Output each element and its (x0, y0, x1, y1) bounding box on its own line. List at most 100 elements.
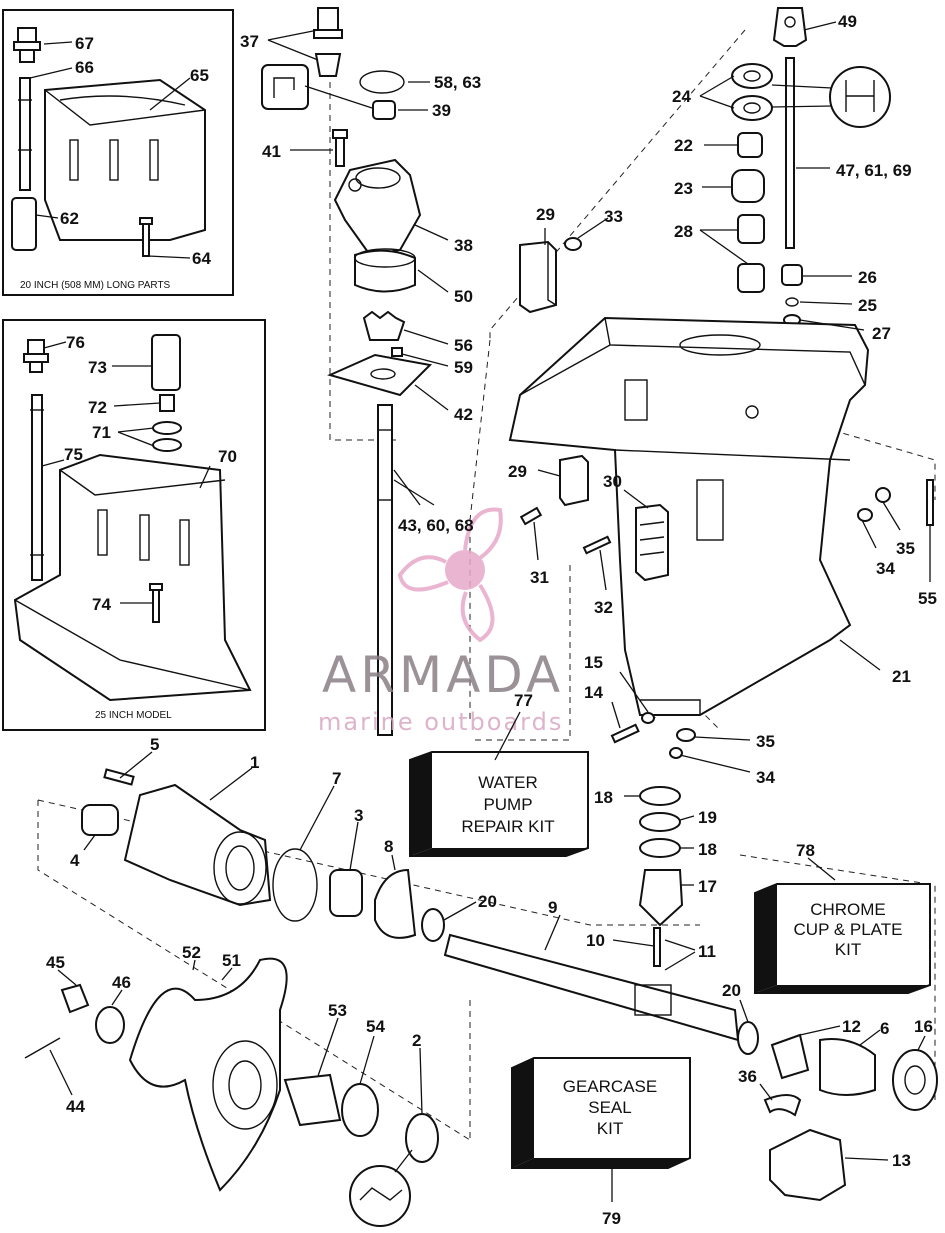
part-66-tube (18, 77, 32, 191)
gearcase-seal-kit-box: GEARCASE SEAL KIT (511, 1057, 691, 1169)
label-14: 14 (584, 683, 603, 702)
label-77: 77 (514, 691, 533, 710)
chrome-cup-kit-line3: KIT (835, 940, 861, 959)
label-22: 22 (674, 136, 693, 155)
inset-20-inch: 20 INCH (508 MM) LONG PARTS (2, 9, 234, 296)
part-71-grommets (152, 421, 182, 452)
label-19: 19 (698, 808, 717, 827)
water-pump-parts (261, 7, 433, 736)
inset-25-caption: 25 INCH MODEL (95, 710, 172, 721)
part-75-tube (30, 394, 44, 581)
label-79: 79 (602, 1209, 621, 1228)
propeller-parts (24, 957, 439, 1227)
label-50: 50 (454, 287, 473, 306)
label-41: 41 (262, 142, 281, 161)
part-76-screw (23, 339, 49, 373)
label-74: 74 (92, 595, 111, 614)
label-46: 46 (112, 973, 131, 992)
label-64: 64 (192, 249, 211, 268)
label-12: 12 (842, 1017, 861, 1036)
inset-20-caption: 20 INCH (508 MM) LONG PARTS (20, 280, 171, 291)
label-35-lower: 35 (756, 732, 775, 751)
label-37: 37 (240, 32, 259, 51)
label-45: 45 (46, 953, 65, 972)
gearcase-small-parts (519, 237, 934, 759)
label-44: 44 (66, 1097, 85, 1116)
part-67-screw (13, 27, 41, 63)
label-6: 6 (880, 1019, 889, 1038)
water-pump-kit-line3: REPAIR KIT (461, 817, 554, 836)
label-29-upper: 29 (536, 205, 555, 224)
chrome-cup-kit-box: CHROME CUP & PLATE KIT (754, 883, 931, 994)
label-76: 76 (66, 333, 85, 352)
label-52: 52 (182, 943, 201, 962)
label-33: 33 (604, 207, 623, 226)
label-2: 2 (412, 1031, 421, 1050)
label-67: 67 (75, 34, 94, 53)
label-10: 10 (586, 931, 605, 950)
label-8: 8 (384, 837, 393, 856)
label-75: 75 (64, 445, 83, 464)
label-72: 72 (88, 398, 107, 417)
label-17: 17 (698, 877, 717, 896)
part-62-sleeve (11, 197, 37, 251)
leader-lines (29, 21, 931, 1202)
label-27: 27 (872, 324, 891, 343)
armada-watermark: ARMADA marine outboards (318, 507, 564, 736)
label-34-lower: 34 (756, 768, 775, 787)
water-pump-kit-line1: WATER (478, 773, 538, 792)
label-43-60-68: 43, 60, 68 (398, 516, 474, 535)
label-53: 53 (328, 1001, 347, 1020)
label-49: 49 (838, 12, 857, 31)
label-66: 66 (75, 58, 94, 77)
watermark-tagline: marine outboards (318, 708, 563, 736)
chrome-cup-kit-line2: CUP & PLATE (794, 920, 903, 939)
label-24: 24 (672, 87, 691, 106)
label-23: 23 (674, 179, 693, 198)
label-16: 16 (914, 1017, 933, 1036)
label-28: 28 (674, 222, 693, 241)
label-35-upper: 35 (896, 539, 915, 558)
propeller-logo-icon (397, 507, 503, 643)
part-65-exhaust-housing (44, 78, 206, 241)
gearcase-seal-kit-line2: SEAL (588, 1098, 631, 1117)
label-71: 71 (92, 423, 111, 442)
label-42: 42 (454, 405, 473, 424)
label-38: 38 (454, 236, 473, 255)
label-26: 26 (858, 268, 877, 287)
label-1: 1 (250, 753, 259, 772)
water-pump-kit-box: WATER PUMP REPAIR KIT (409, 751, 589, 857)
part-74-screw (149, 583, 163, 623)
label-25: 25 (858, 296, 877, 315)
label-32: 32 (594, 598, 613, 617)
label-30: 30 (603, 472, 622, 491)
label-9: 9 (548, 898, 557, 917)
label-5: 5 (150, 735, 159, 754)
label-47-61-69: 47, 61, 69 (836, 161, 912, 180)
label-18-upper: 18 (594, 788, 613, 807)
label-70: 70 (218, 447, 237, 466)
part-73-sleeve (151, 334, 181, 391)
label-13: 13 (892, 1151, 911, 1170)
label-36: 36 (738, 1067, 757, 1086)
part-72-plug (159, 394, 175, 412)
label-59: 59 (454, 358, 473, 377)
gearcase-seal-kit-line1: GEARCASE (563, 1077, 657, 1096)
label-62: 62 (60, 209, 79, 228)
label-34-upper: 34 (876, 559, 895, 578)
label-7: 7 (332, 769, 341, 788)
label-11: 11 (698, 942, 716, 961)
part-21-gearcase (508, 316, 870, 716)
label-15: 15 (584, 653, 603, 672)
label-3: 3 (354, 806, 363, 825)
label-4: 4 (70, 851, 80, 870)
label-56: 56 (454, 336, 473, 355)
label-21: 21 (892, 667, 911, 686)
label-18-lower: 18 (698, 840, 717, 859)
label-58-63: 58, 63 (434, 73, 481, 92)
label-54: 54 (366, 1017, 385, 1036)
gearcase-seal-kit-line3: KIT (597, 1119, 623, 1138)
watermark-brand: ARMADA (322, 646, 564, 704)
part-70-exhaust-housing (13, 453, 252, 702)
